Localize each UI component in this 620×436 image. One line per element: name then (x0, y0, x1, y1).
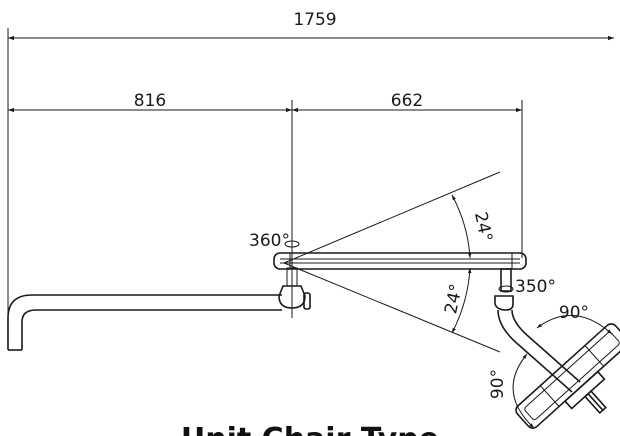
lamp-head (515, 323, 620, 429)
head-rotation-range: 90° 90° (488, 303, 613, 429)
diagram-caption: Unit Chair Type (181, 422, 439, 436)
tilt-up-label: 24° (470, 210, 496, 244)
head-top-arc (536, 315, 613, 335)
tilt-down-arc (451, 267, 472, 334)
rotation-350-indicator (498, 285, 514, 293)
dimension-overall-label: 1759 (293, 10, 336, 30)
main-pivot-joint: 360° (249, 231, 311, 310)
rotation-350-label: 350° (515, 277, 556, 297)
dimension-left-span-label: 816 (134, 91, 166, 111)
extension-arm (273, 252, 527, 270)
dimension-left-span: 816 (8, 91, 293, 318)
secondary-pivot: 350° (494, 268, 581, 393)
tilt-down-limit-line (283, 262, 501, 353)
head-side-arc (512, 353, 535, 429)
rotation-360-label: 360° (249, 231, 290, 251)
dimension-right-span-label: 662 (391, 91, 423, 111)
tilt-range: 24° 24° (283, 171, 501, 353)
mounting-arm (7, 294, 282, 351)
tilt-down-label: 24° (441, 282, 467, 316)
rotation-360-indicator (284, 240, 300, 248)
dimension-right-span: 662 (292, 91, 523, 258)
head-side-label: 90° (488, 369, 508, 399)
tilt-up-arc (451, 194, 472, 259)
dimension-overall: 1759 (7, 10, 614, 350)
tilt-up-limit-line (283, 171, 501, 264)
head-top-label: 90° (559, 303, 589, 323)
